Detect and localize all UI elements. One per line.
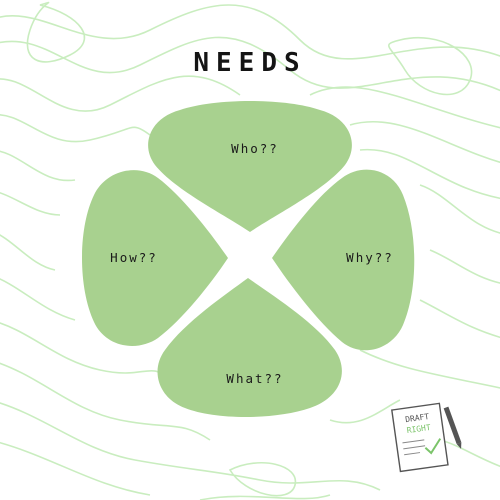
svg-text:RIGHT: RIGHT — [406, 423, 431, 435]
petal-bottom — [157, 278, 342, 417]
petal-label-what: What?? — [226, 371, 284, 386]
petal-left — [82, 170, 228, 346]
petal-label-who: Who?? — [231, 141, 279, 156]
petal-right — [272, 169, 415, 351]
draft-right-logo: DRAFT RIGHT — [391, 402, 462, 473]
petal-label-how: How?? — [110, 250, 158, 265]
svg-text:DRAFT: DRAFT — [405, 412, 430, 424]
petal-label-why: Why?? — [346, 250, 394, 265]
page-title: NEEDS — [193, 48, 307, 78]
petal-top — [148, 101, 352, 232]
